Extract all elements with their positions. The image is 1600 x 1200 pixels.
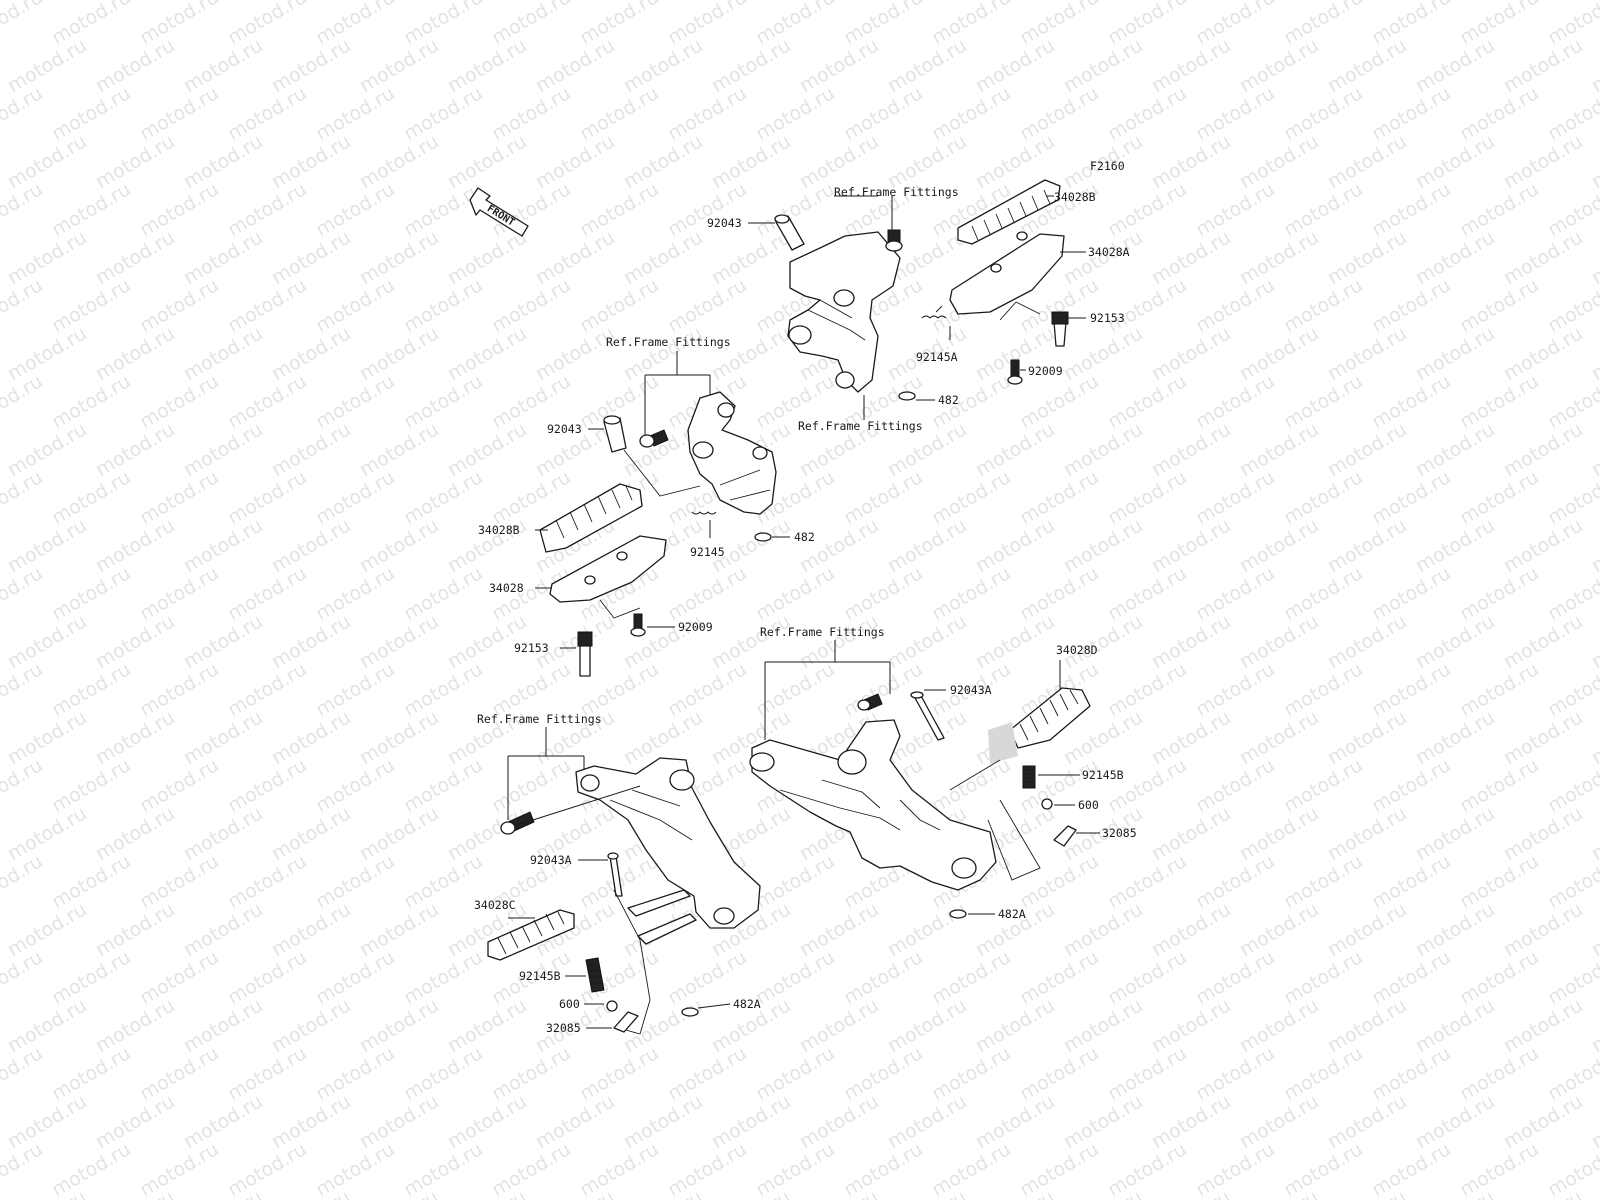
washer-482A-left <box>681 1007 699 1017</box>
label-92145A: 92145A <box>916 350 958 364</box>
label-92145: 92145 <box>690 545 725 559</box>
footpeg-34028C <box>487 909 575 961</box>
lower-right-bracket <box>749 719 997 891</box>
label-600-left: 600 <box>559 997 580 1011</box>
bolt-92009-right <box>1007 359 1023 385</box>
label-92043-top: 92043 <box>707 216 742 230</box>
label-ref-frame-top: Ref.Frame Fittings <box>834 185 959 199</box>
ball-600-right <box>1041 798 1053 810</box>
label-34028B-top: 34028B <box>1054 190 1096 204</box>
label-92153-right: 92153 <box>1090 311 1125 325</box>
label-482-top: 482 <box>938 393 959 407</box>
label-92009-left: 92009 <box>678 620 713 634</box>
spring-92145A <box>921 305 947 319</box>
label-ref-frame-lower-right: Ref.Frame Fittings <box>760 625 885 639</box>
front-arrow-icon: FRONT <box>469 187 529 237</box>
middle-left-bracket <box>687 391 777 515</box>
label-482A-right: 482A <box>998 907 1026 921</box>
spring-92145B-left <box>585 957 605 993</box>
label-34028D: 34028D <box>1056 643 1098 657</box>
pin-92043-top <box>774 214 805 251</box>
label-34028A: 34028A <box>1088 245 1130 259</box>
label-34028: 34028 <box>489 581 524 595</box>
spring-92145B-right <box>1022 765 1036 789</box>
bolt-lower-right-frame <box>857 693 883 711</box>
label-ref-frame-lower-left: Ref.Frame Fittings <box>477 712 602 726</box>
label-92153-left: 92153 <box>514 641 549 655</box>
pin-92043A-left <box>607 852 623 897</box>
label-92009-right: 92009 <box>1028 364 1063 378</box>
label-482A-left: 482A <box>733 997 761 1011</box>
bolt-lower-left-frame <box>500 811 535 835</box>
bolt-top-frame <box>885 229 903 252</box>
label-92043A-left: 92043A <box>530 853 572 867</box>
label-34028B-mid: 34028B <box>478 523 520 537</box>
footpeg-34028 <box>549 535 667 603</box>
pin-92043-mid <box>603 415 627 453</box>
washer-482-top <box>898 391 916 401</box>
label-92043A-right: 92043A <box>950 683 992 697</box>
bolt-mid-frame <box>639 429 669 448</box>
label-600-right: 600 <box>1078 798 1099 812</box>
label-ref-frame-mid-right: Ref.Frame Fittings <box>798 419 923 433</box>
detent-32085-right <box>1053 825 1077 847</box>
label-92043-mid: 92043 <box>547 422 582 436</box>
footpeg-34028A <box>949 231 1065 315</box>
top-right-bracket <box>787 231 901 393</box>
label-34028C: 34028C <box>474 898 516 912</box>
spring-92145 <box>691 511 717 515</box>
bolt-92153-right <box>1051 311 1069 347</box>
label-ref-frame-mid-left: Ref.Frame Fittings <box>606 335 731 349</box>
ball-600-left <box>606 1000 618 1012</box>
footpeg-34028D <box>1009 687 1091 749</box>
label-32085-left: 32085 <box>546 1021 581 1035</box>
washer-482A-right <box>949 909 967 919</box>
footpeg-rubber-34028B-mid <box>539 483 643 553</box>
label-32085-right: 32085 <box>1102 826 1137 840</box>
label-92145B-left: 92145B <box>519 969 561 983</box>
diagram-code: F2160 <box>1090 159 1125 173</box>
label-482-mid: 482 <box>794 530 815 544</box>
washer-482-mid <box>754 532 772 542</box>
pin-92043A-right <box>910 691 945 741</box>
detent-32085-left <box>613 1011 639 1033</box>
bolt-92153-left <box>577 631 593 677</box>
lower-left-bracket <box>575 757 761 945</box>
bolt-92009-left <box>630 613 646 637</box>
footpeg-rubber-34028B-top <box>957 179 1061 245</box>
label-92145B-right: 92145B <box>1082 768 1124 782</box>
